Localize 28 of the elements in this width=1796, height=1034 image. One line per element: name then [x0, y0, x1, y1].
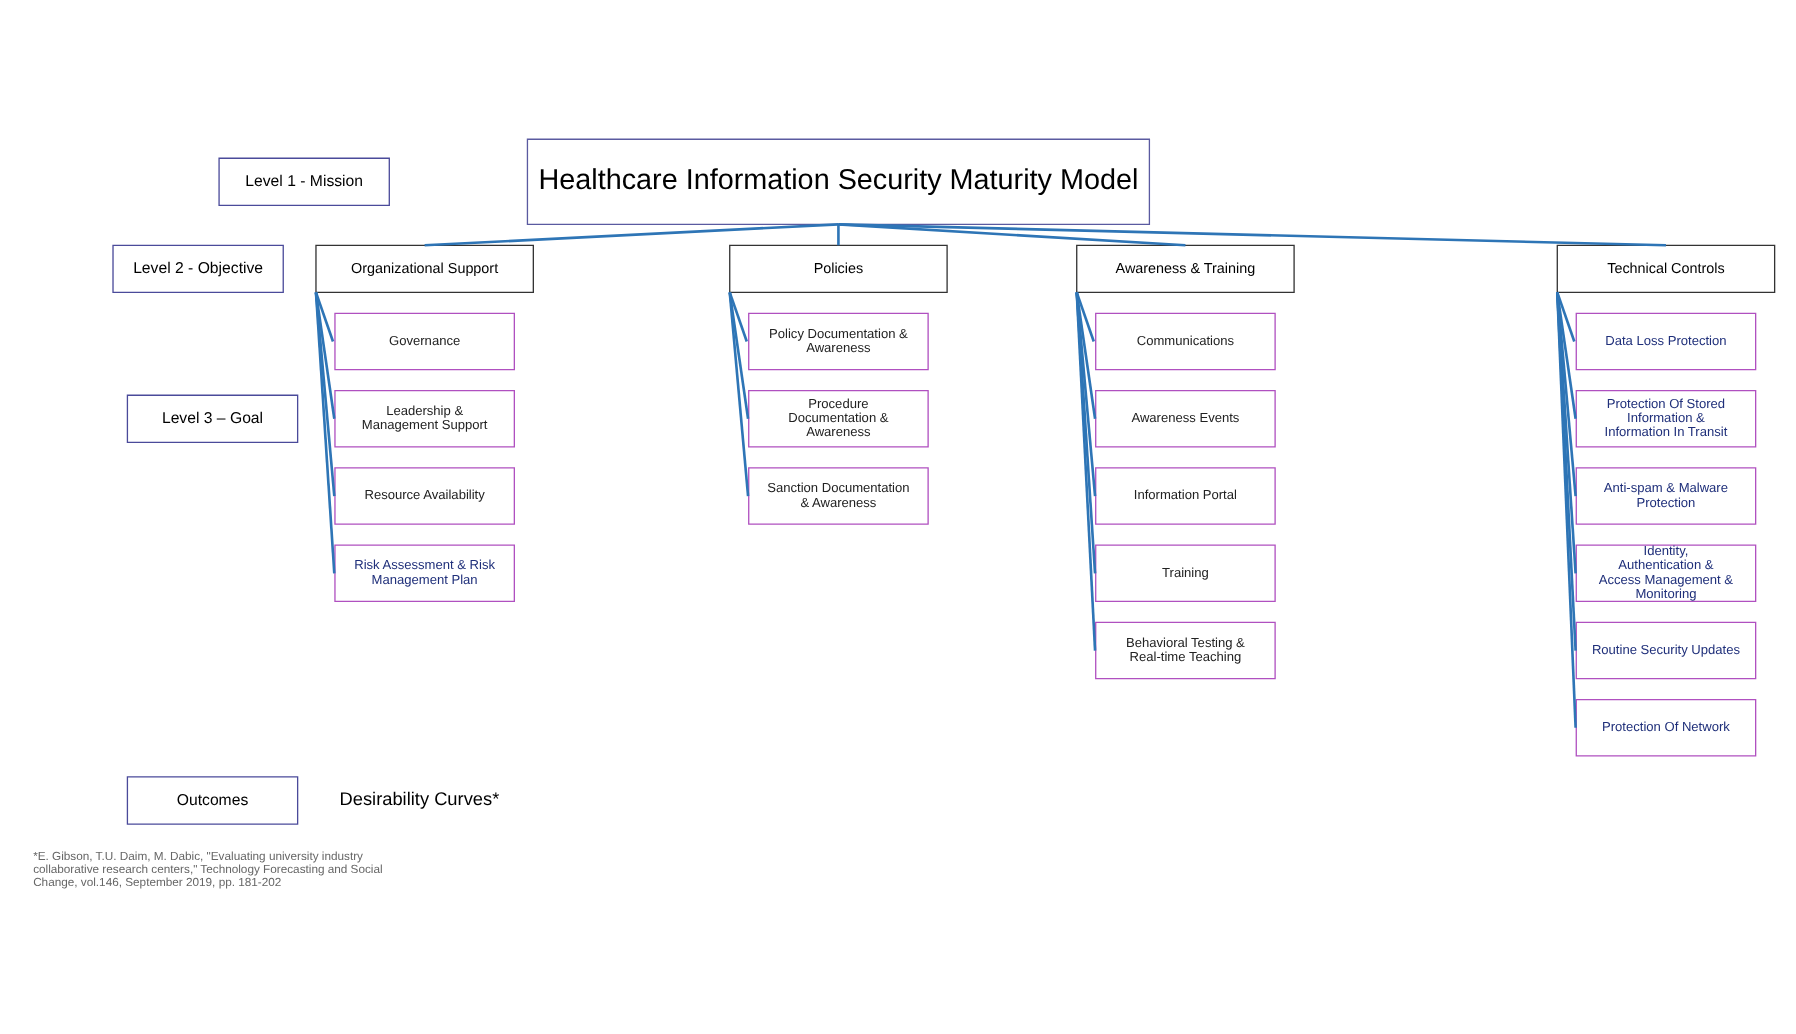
connector	[1075, 292, 1095, 342]
connector	[1555, 292, 1577, 651]
node-box: Awareness & Training	[1076, 244, 1295, 294]
connector	[1555, 292, 1577, 574]
connector	[1075, 292, 1097, 574]
connector	[1556, 292, 1576, 342]
connector	[1555, 292, 1577, 497]
connector	[1075, 292, 1097, 419]
connector	[728, 292, 748, 342]
connector	[1556, 292, 1577, 419]
connector	[838, 223, 1666, 247]
node-box: Organizational Support	[315, 244, 534, 294]
connector	[1555, 292, 1577, 728]
connector	[314, 292, 336, 497]
connector	[1075, 292, 1097, 497]
connector	[424, 223, 839, 247]
connector	[314, 292, 336, 419]
label: Desirability Curves*	[339, 789, 500, 810]
connector	[837, 224, 840, 246]
connector	[728, 292, 750, 419]
node-box: Healthcare Information Security Maturity Model	[526, 138, 1151, 225]
connector	[314, 292, 335, 342]
node-box: Technical Controls	[1556, 244, 1776, 294]
node-box: Policies	[729, 244, 948, 294]
connector	[1075, 292, 1097, 651]
connector	[314, 292, 336, 574]
connector	[838, 223, 1186, 247]
connector	[728, 292, 750, 497]
